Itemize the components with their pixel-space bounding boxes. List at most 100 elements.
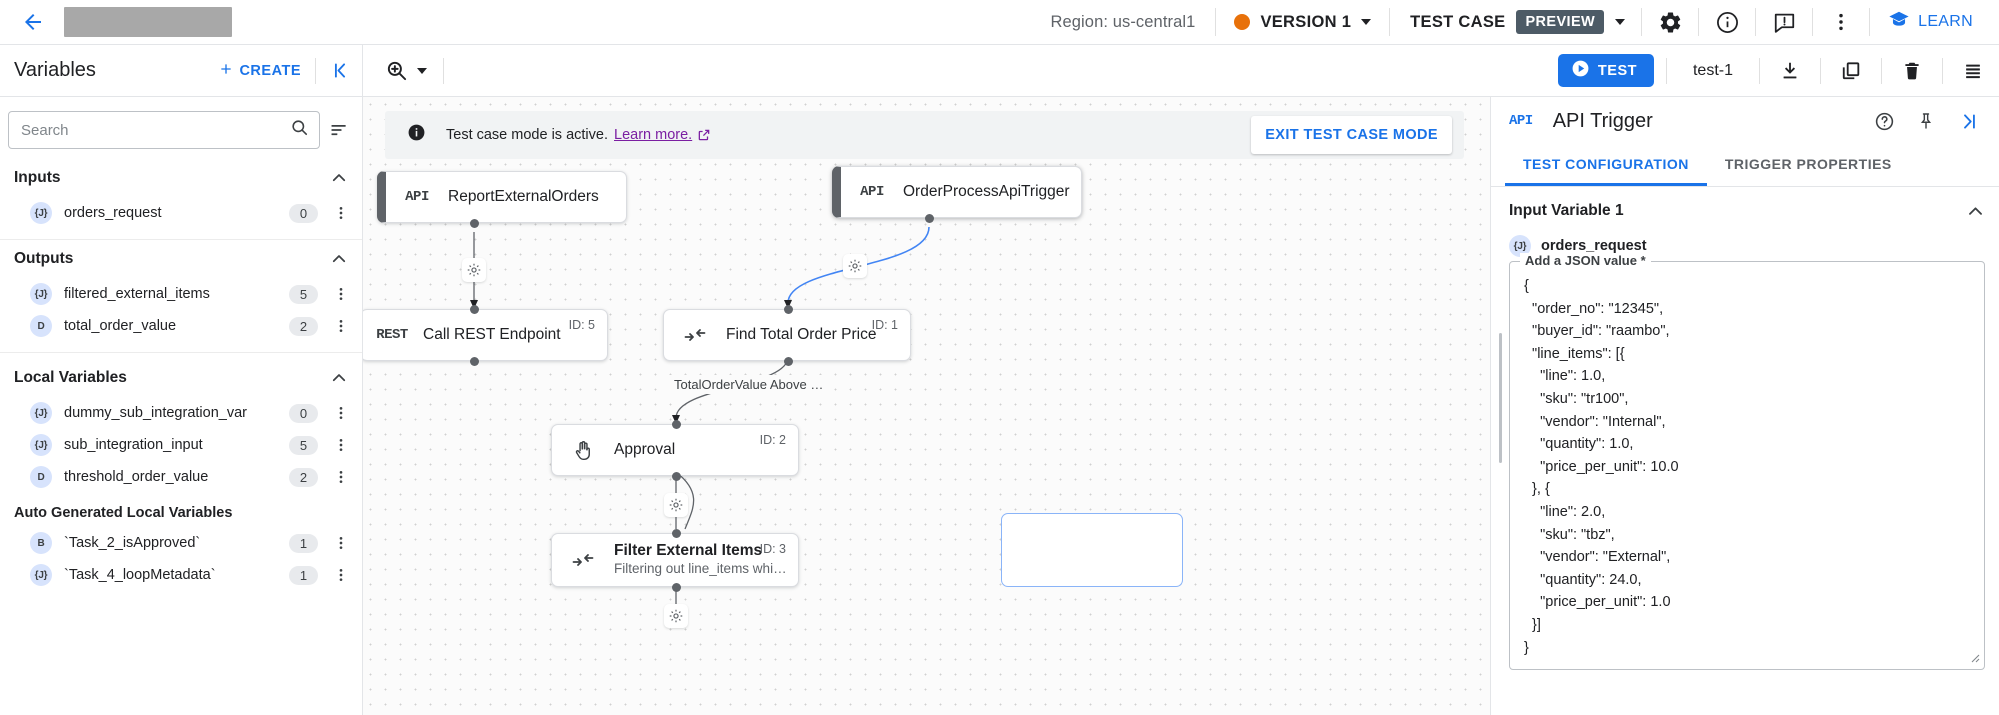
gear-icon[interactable]	[664, 604, 688, 628]
list-item[interactable]: {J} dummy_sub_integration_var 0	[0, 397, 362, 429]
node-id-label: ID: 5	[568, 318, 595, 332]
node-filter-external-items[interactable]: Filter External Items Filtering out line…	[551, 533, 799, 587]
resize-grip-icon[interactable]	[1968, 651, 1980, 666]
more-vert-icon[interactable]	[330, 318, 352, 334]
node-output-port[interactable]	[925, 214, 934, 223]
node-title: ReportExternalOrders	[448, 188, 599, 205]
chevron-up-icon[interactable]	[330, 369, 348, 387]
plus-icon	[218, 61, 234, 81]
chevron-up-icon[interactable]	[330, 169, 348, 187]
top-header: Region: us-central1 VERSION 1 TEST CASE …	[0, 0, 1999, 45]
scrollbar-track[interactable]	[1495, 187, 1502, 715]
details-panel-title: API Trigger	[1552, 109, 1653, 132]
node-output-port[interactable]	[672, 583, 681, 592]
chevron-up-icon[interactable]	[1966, 202, 1985, 221]
gear-icon[interactable]	[664, 493, 688, 517]
search-input[interactable]	[21, 121, 290, 139]
list-item[interactable]: {J} `Task_4_loopMetadata` 1	[0, 559, 362, 591]
copy-icon[interactable]	[1825, 45, 1877, 97]
learn-more-link[interactable]: Learn more.	[614, 127, 693, 143]
search-icon[interactable]	[290, 118, 309, 142]
list-item[interactable]: B `Task_2_isApproved` 1	[0, 527, 362, 559]
node-input-port[interactable]	[784, 305, 793, 314]
test-case-mode-banner: Test case mode is active. Learn more. EX…	[385, 111, 1464, 159]
more-vert-icon[interactable]	[330, 205, 352, 221]
more-vert-icon[interactable]	[330, 405, 352, 421]
info-icon[interactable]	[1701, 0, 1753, 45]
more-vert-icon[interactable]	[330, 469, 352, 485]
expand-right-icon[interactable]	[1947, 97, 1989, 145]
gear-icon[interactable]	[462, 258, 486, 282]
node-find-total-order-price[interactable]: Find Total Order Price ID: 1	[663, 309, 911, 361]
node-order-process-api-trigger[interactable]: API OrderProcessApiTrigger	[832, 166, 1082, 218]
input-variable-chip: {J} orders_request	[1509, 235, 1985, 257]
list-item[interactable]: D threshold_order_value 2	[0, 461, 362, 493]
learn-button[interactable]: LEARN	[1872, 9, 1985, 36]
divider	[1869, 8, 1871, 36]
back-arrow-icon[interactable]	[18, 7, 48, 37]
search-box[interactable]	[8, 111, 320, 149]
edge-condition-label[interactable]: TotalOrderValue Above …	[669, 375, 829, 394]
node-output-port[interactable]	[672, 472, 681, 481]
more-vert-icon[interactable]	[330, 535, 352, 551]
logs-icon[interactable]	[1947, 45, 1999, 97]
list-item[interactable]: D total_order_value 2	[0, 310, 362, 342]
chevron-down-icon	[417, 67, 427, 74]
zoom-in-icon[interactable]	[385, 59, 427, 82]
node-output-port[interactable]	[470, 219, 479, 228]
tab-trigger-properties[interactable]: TRIGGER PROPERTIES	[1724, 156, 1892, 172]
json-line: "quantity": 24.0,	[1524, 571, 1642, 588]
variable-count: 5	[289, 435, 318, 455]
test-case-name[interactable]: test-1	[1692, 61, 1733, 79]
scrollbar-thumb[interactable]	[1499, 333, 1502, 463]
open-in-new-icon[interactable]	[697, 128, 711, 142]
json-line: "line_items": [{	[1524, 345, 1625, 362]
create-variable-button[interactable]: CREATE	[208, 61, 311, 81]
section-header[interactable]: Inputs	[0, 159, 362, 197]
selected-node-placeholder[interactable]	[1001, 513, 1183, 587]
divider	[1389, 8, 1391, 36]
list-item[interactable]: {J} sub_integration_input 5	[0, 429, 362, 461]
list-item[interactable]: {J} orders_request 0	[0, 197, 362, 229]
input-variable-section-header[interactable]: Input Variable 1	[1509, 187, 1985, 235]
node-output-port[interactable]	[784, 357, 793, 366]
node-title: OrderProcessApiTrigger	[903, 183, 1070, 200]
node-title: Filter External Items	[614, 542, 763, 559]
create-variable-label: CREATE	[239, 62, 301, 79]
node-input-port[interactable]	[672, 529, 681, 538]
variable-type-badge: {J}	[30, 434, 52, 456]
api-icon: API	[860, 184, 884, 200]
more-vert-icon[interactable]	[330, 286, 352, 302]
json-value-field[interactable]: Add a JSON value * { "order_no": "12345"…	[1509, 253, 1985, 671]
tab-test-configuration[interactable]: TEST CONFIGURATION	[1505, 145, 1707, 186]
node-report-external-orders[interactable]: API ReportExternalOrders	[377, 171, 627, 223]
collapse-left-icon[interactable]	[320, 45, 362, 96]
chevron-up-icon[interactable]	[330, 250, 348, 268]
version-selector[interactable]: VERSION 1	[1218, 13, 1387, 32]
delete-icon[interactable]	[1886, 45, 1938, 97]
gear-icon[interactable]	[1644, 0, 1696, 45]
run-test-button[interactable]: TEST	[1557, 54, 1654, 87]
node-input-port[interactable]	[470, 305, 479, 314]
list-item[interactable]: {J} filtered_external_items 5	[0, 278, 362, 310]
download-icon[interactable]	[1764, 45, 1816, 97]
node-output-port[interactable]	[470, 357, 479, 366]
feedback-icon[interactable]	[1758, 0, 1810, 45]
variable-name: sub_integration_input	[64, 437, 203, 453]
test-case-selector[interactable]: TEST CASE PREVIEW	[1392, 10, 1639, 34]
more-vert-icon[interactable]	[330, 567, 352, 583]
section-header[interactable]: Local Variables	[0, 359, 362, 397]
node-input-port[interactable]	[672, 420, 681, 429]
node-call-rest-endpoint[interactable]: REST Call REST Endpoint ID: 5	[363, 309, 608, 361]
gear-icon[interactable]	[843, 254, 867, 278]
workflow-canvas[interactable]: Test case mode is active. Learn more. EX…	[363, 97, 1490, 715]
pin-icon[interactable]	[1905, 97, 1947, 145]
sort-icon[interactable]	[326, 120, 352, 140]
node-id-label: ID: 2	[759, 433, 786, 447]
help-icon[interactable]	[1863, 97, 1905, 145]
more-vert-icon[interactable]	[330, 437, 352, 453]
section-header[interactable]: Outputs	[0, 240, 362, 278]
more-vert-icon[interactable]	[1815, 0, 1867, 45]
exit-test-case-mode-button[interactable]: EXIT TEST CASE MODE	[1251, 116, 1452, 154]
node-approval[interactable]: Approval ID: 2	[551, 424, 799, 476]
